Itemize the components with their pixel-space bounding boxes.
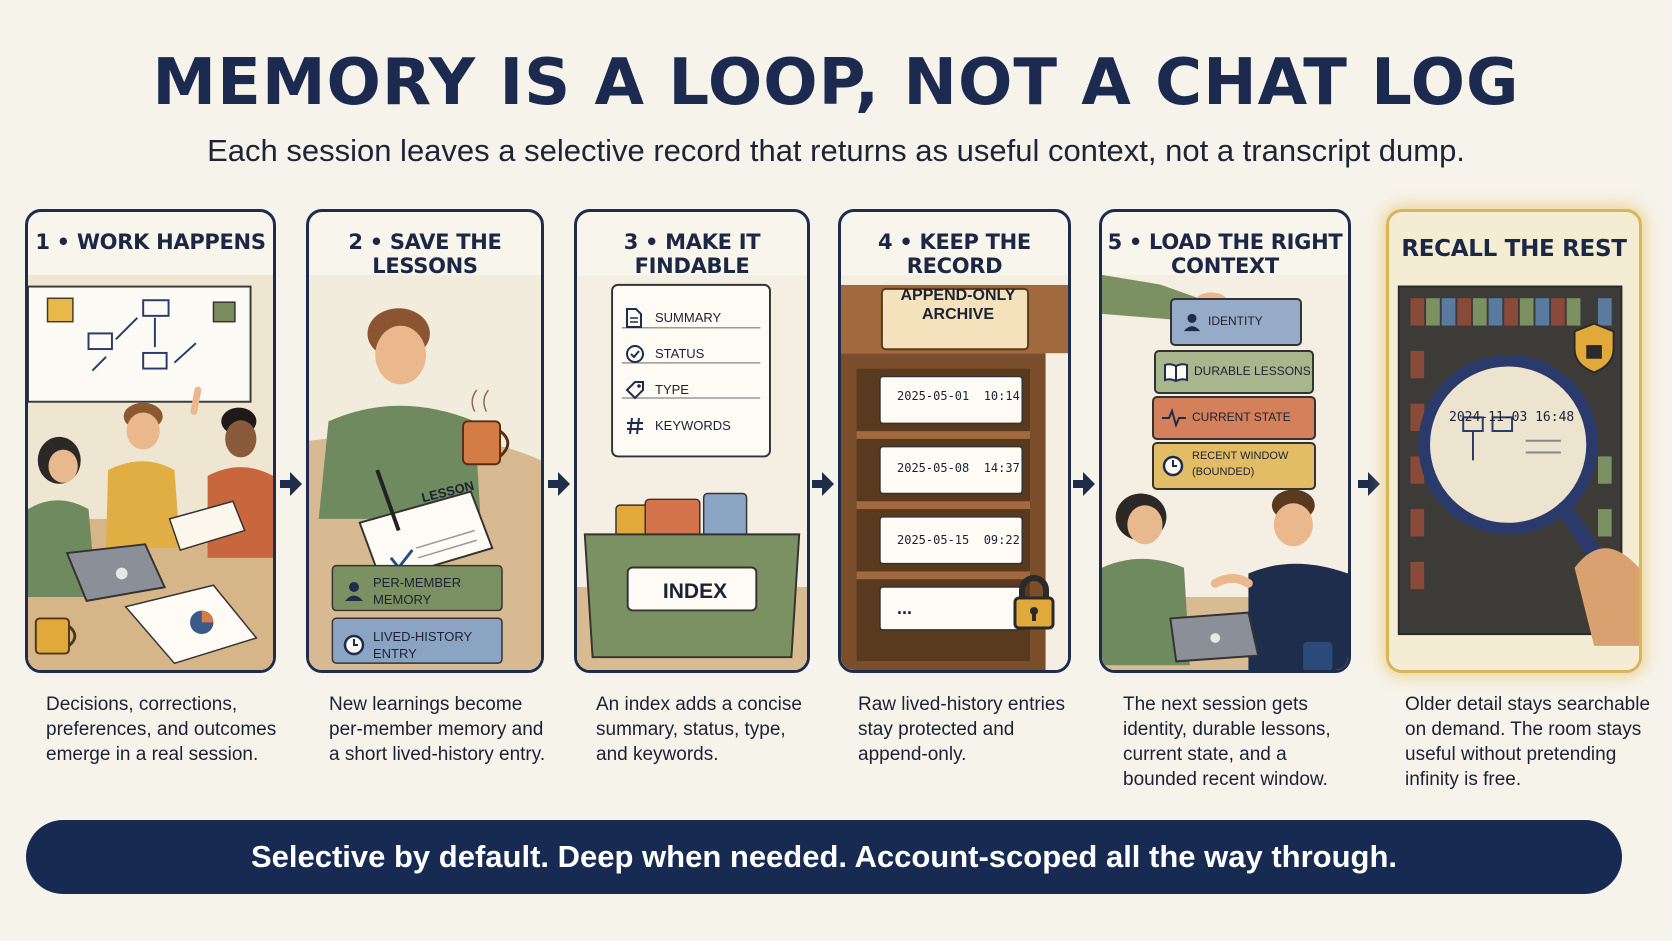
flow-arrow-icon: [1073, 472, 1095, 496]
panel-caption: The next session gets identity, durable …: [1123, 694, 1331, 790]
flow-arrow-icon: [812, 472, 834, 496]
context-layer-identity: IDENTITY: [1170, 298, 1302, 346]
clock-icon: [343, 634, 365, 656]
flow-arrow-icon: [1358, 472, 1380, 496]
panel-caption: An index adds a concise summary, status,…: [596, 694, 802, 765]
panel-work-happens: 1 • WORK HAPPENS: [25, 209, 276, 673]
tag-per-member-memory: PER-MEMBER MEMORY: [333, 568, 507, 614]
index-box-illustration: [577, 275, 807, 670]
person-icon: [1183, 313, 1201, 332]
panel-heading: 4 • KEEP THE RECORD: [878, 230, 1031, 278]
book-icon: [1164, 363, 1188, 382]
panel-make-findable: 3 • MAKE IT FINDABLE SUMMARY STATUS TYPE…: [574, 209, 810, 673]
panel-heading: 1 • WORK HAPPENS: [35, 230, 266, 254]
check-circle-icon: [626, 345, 644, 363]
flow-arrow-icon: [280, 472, 302, 496]
lens-timestamp: 2024-11-03 16:48: [1449, 410, 1575, 425]
page-title: MEMORY IS A LOOP, NOT A CHAT LOG: [152, 46, 1520, 120]
panel-caption: Raw lived-history entries stay protected…: [858, 694, 1065, 765]
clock-icon: [1162, 455, 1184, 477]
context-layer-current-state: CURRENT STATE: [1152, 396, 1316, 440]
person-icon: [345, 582, 363, 601]
panel-caption: Older detail stays searchable on demand.…: [1405, 694, 1651, 790]
panel-heading: RECALL THE REST: [1401, 236, 1627, 262]
index-box-label: INDEX: [662, 580, 728, 603]
panel-save-lessons: 2 • SAVE THE LESSONS LESSON PER-MEMBER M…: [306, 209, 544, 673]
page-subtitle: Each session leaves a selective record t…: [207, 133, 1465, 168]
archive-entry: 2025-05-15 09:22: [897, 533, 1020, 547]
archive-entry: 2025-05-08 14:37: [897, 461, 1020, 475]
lock-icon: [1013, 575, 1055, 630]
panel-load-context: 5 • LOAD THE RIGHT CONTEXT IDENTITY DURA…: [1099, 209, 1351, 673]
panel-keep-record: 4 • KEEP THE RECORD APPEND-ONLY ARCHIVE …: [838, 209, 1071, 673]
panel-caption: New learnings become per-member memory a…: [329, 694, 546, 765]
document-icon: [626, 308, 642, 328]
panel-recall-rest: RECALL THE REST 2024-11-03 16:48: [1386, 209, 1642, 673]
pulse-icon: [1162, 408, 1186, 428]
panel-heading: 5 • LOAD THE RIGHT CONTEXT: [1107, 230, 1343, 278]
tag-icon: [625, 381, 644, 400]
context-layer-recent-window: RECENT WINDOW (BOUNDED): [1152, 442, 1316, 490]
archive-entry: 2025-05-01 10:14: [897, 389, 1020, 403]
context-layer-durable-lessons: DURABLE LESSONS: [1154, 350, 1314, 394]
tag-lived-history-entry: LIVED-HISTORY ENTRY: [333, 622, 507, 668]
hash-icon: [627, 417, 643, 435]
panel-heading: 2 • SAVE THE LESSONS: [348, 230, 502, 278]
panel-caption: Decisions, corrections, preferences, and…: [46, 694, 277, 765]
bottom-banner: Selective by default. Deep when needed. …: [26, 820, 1622, 894]
flow-arrow-icon: [548, 472, 570, 496]
archive-sign: APPEND-ONLY ARCHIVE: [900, 287, 1016, 323]
archive-shelves-illustration: [1389, 274, 1639, 670]
writing-lesson-illustration: [309, 275, 541, 670]
archive-entry: ...: [897, 598, 913, 618]
panel-heading: 3 • MAKE IT FINDABLE: [623, 230, 761, 278]
team-session-illustration: [28, 274, 273, 670]
